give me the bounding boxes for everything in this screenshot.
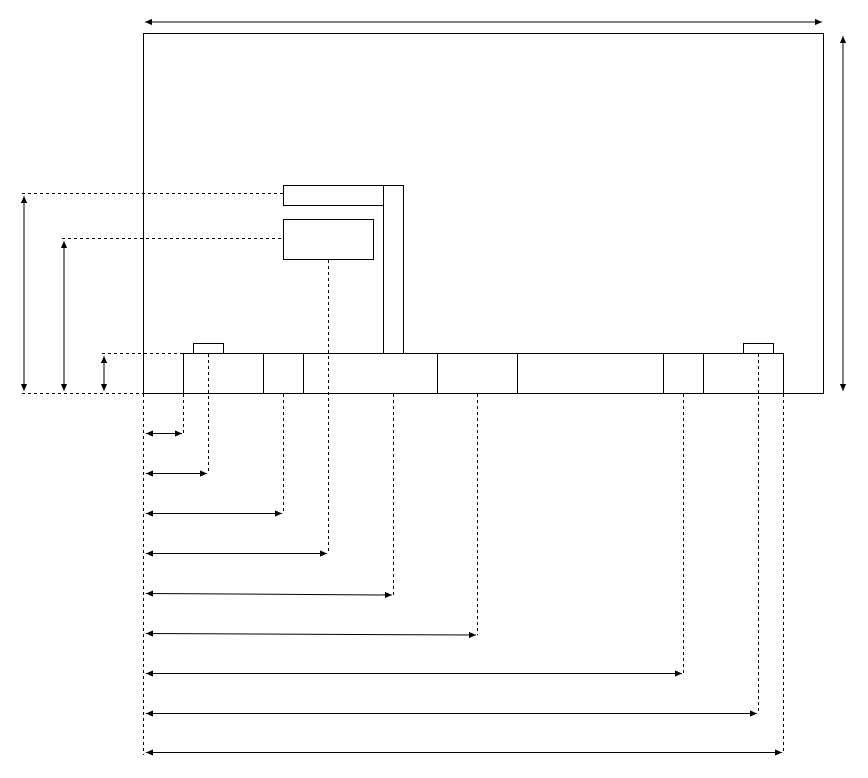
left-stud (193, 343, 224, 354)
dimension-arrow (145, 630, 477, 639)
base-segment (703, 353, 784, 394)
horizontal-dimensions (143, 260, 784, 756)
vertical-dimensions (20, 193, 283, 394)
base-segment (263, 353, 304, 394)
vertical-post (383, 185, 404, 354)
right-stud (743, 343, 774, 354)
base-segment (517, 353, 664, 394)
base-segment (303, 353, 438, 394)
mid-shelf (283, 219, 374, 260)
base-segment (183, 353, 264, 394)
outer-frame (143, 33, 824, 394)
base-segment (437, 353, 518, 394)
top-shelf (283, 185, 384, 206)
base-rail (183, 353, 784, 394)
dimension-arrow (145, 590, 393, 599)
base-segment (663, 353, 704, 394)
